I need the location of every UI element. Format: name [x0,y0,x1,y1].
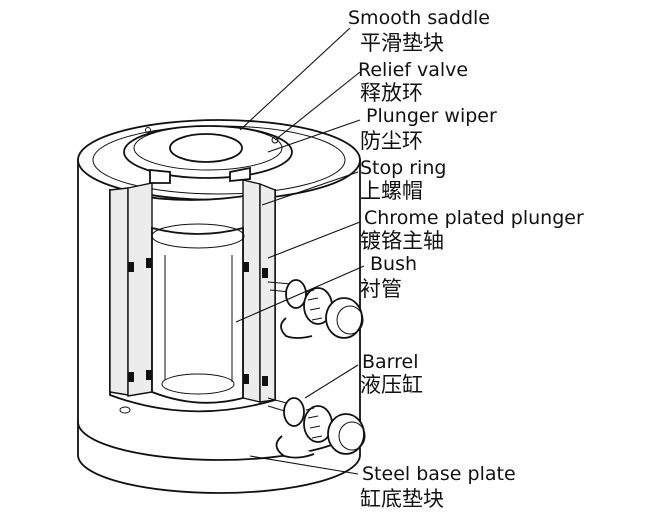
inner-bore [151,226,244,404]
upper-hose-coupler [267,279,364,339]
seal-rings [128,258,268,386]
label-chrome-plunger-en: Chrome plated plunger [364,207,584,229]
label-smooth-saddle-en: Smooth saddle [348,7,490,29]
barrel-wall-left [109,187,129,396]
saddle-center-hole [169,133,243,163]
label-base-plate-zh: 缸底垫块 [360,487,444,511]
label-stop-ring-zh: 上螺帽 [360,179,423,203]
label-base-plate-en: Steel base plate [362,463,516,485]
label-barrel-en: Barrel [362,351,419,373]
labels: Smooth saddle 平滑垫块 Relief valve 释放环 Plun… [348,7,584,511]
label-relief-valve-en: Relief valve [358,59,468,81]
label-chrome-plunger-zh: 镀铬主轴 [360,229,444,253]
label-smooth-saddle-zh: 平滑垫块 [360,31,444,55]
plunger-wall-right [242,179,261,403]
label-bush-zh: 衬管 [360,277,402,301]
label-plunger-wiper-en: Plunger wiper [366,105,497,127]
leader-lines [235,27,365,475]
lower-hose-coupler [267,397,366,459]
label-relief-valve-zh: 释放环 [360,81,423,105]
barrel-wall-right [259,182,276,403]
label-plunger-wiper-zh: 防尘环 [360,129,423,153]
plunger-wall-left [127,182,153,397]
cylinder-illustration [77,119,366,494]
label-stop-ring-en: Stop ring [360,157,446,179]
label-bush-en: Bush [370,253,417,275]
label-barrel-zh: 液压缸 [360,373,423,397]
